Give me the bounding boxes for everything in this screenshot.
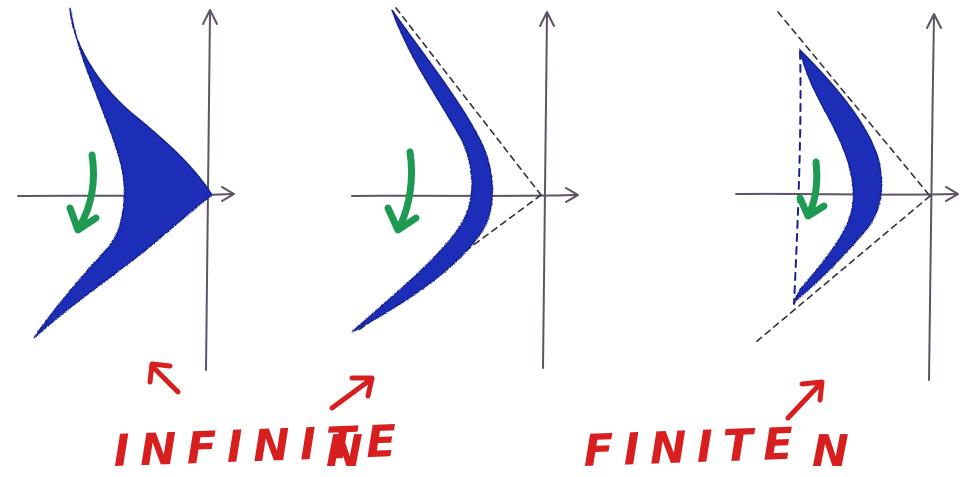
dashed-asymptote-upper: [777, 11, 931, 197]
x-axis-arrowhead: [565, 187, 579, 203]
arrow-icon: [147, 361, 181, 395]
panel-3: [735, 11, 959, 381]
label-infinite: INFINITE: [113, 416, 407, 477]
dashed-asymptote-upper: [395, 7, 542, 196]
curved-arrow-icon: [384, 148, 420, 234]
label-n-right: N: [812, 426, 859, 477]
annotation-arrows: [147, 361, 825, 421]
arrow-icon: [785, 379, 825, 421]
dashed-chord: [793, 51, 802, 305]
y-axis: [542, 13, 548, 369]
y-axis-arrowhead: [202, 9, 218, 25]
panel-2: [351, 7, 579, 369]
label-finite: FINITE: [583, 418, 804, 477]
curved-arrow-icon: [796, 158, 828, 220]
crescent-region: [351, 9, 493, 333]
arrow-icon: [329, 375, 375, 411]
x-axis-arrowhead: [221, 186, 235, 202]
curved-arrow-icon: [66, 151, 100, 234]
y-axis-arrowhead: [926, 13, 942, 29]
x-axis-arrowhead: [945, 186, 959, 202]
y-axis: [928, 15, 935, 381]
label-n-left: N: [326, 426, 373, 477]
truncated-crescent-region: [793, 47, 883, 303]
panel-1: [17, 7, 235, 371]
x-axis: [351, 194, 577, 197]
x-axis: [735, 192, 957, 196]
y-axis-arrowhead: [539, 11, 555, 27]
filled-wedge-region: [33, 7, 214, 339]
dashed-asymptote-lower: [755, 195, 931, 343]
